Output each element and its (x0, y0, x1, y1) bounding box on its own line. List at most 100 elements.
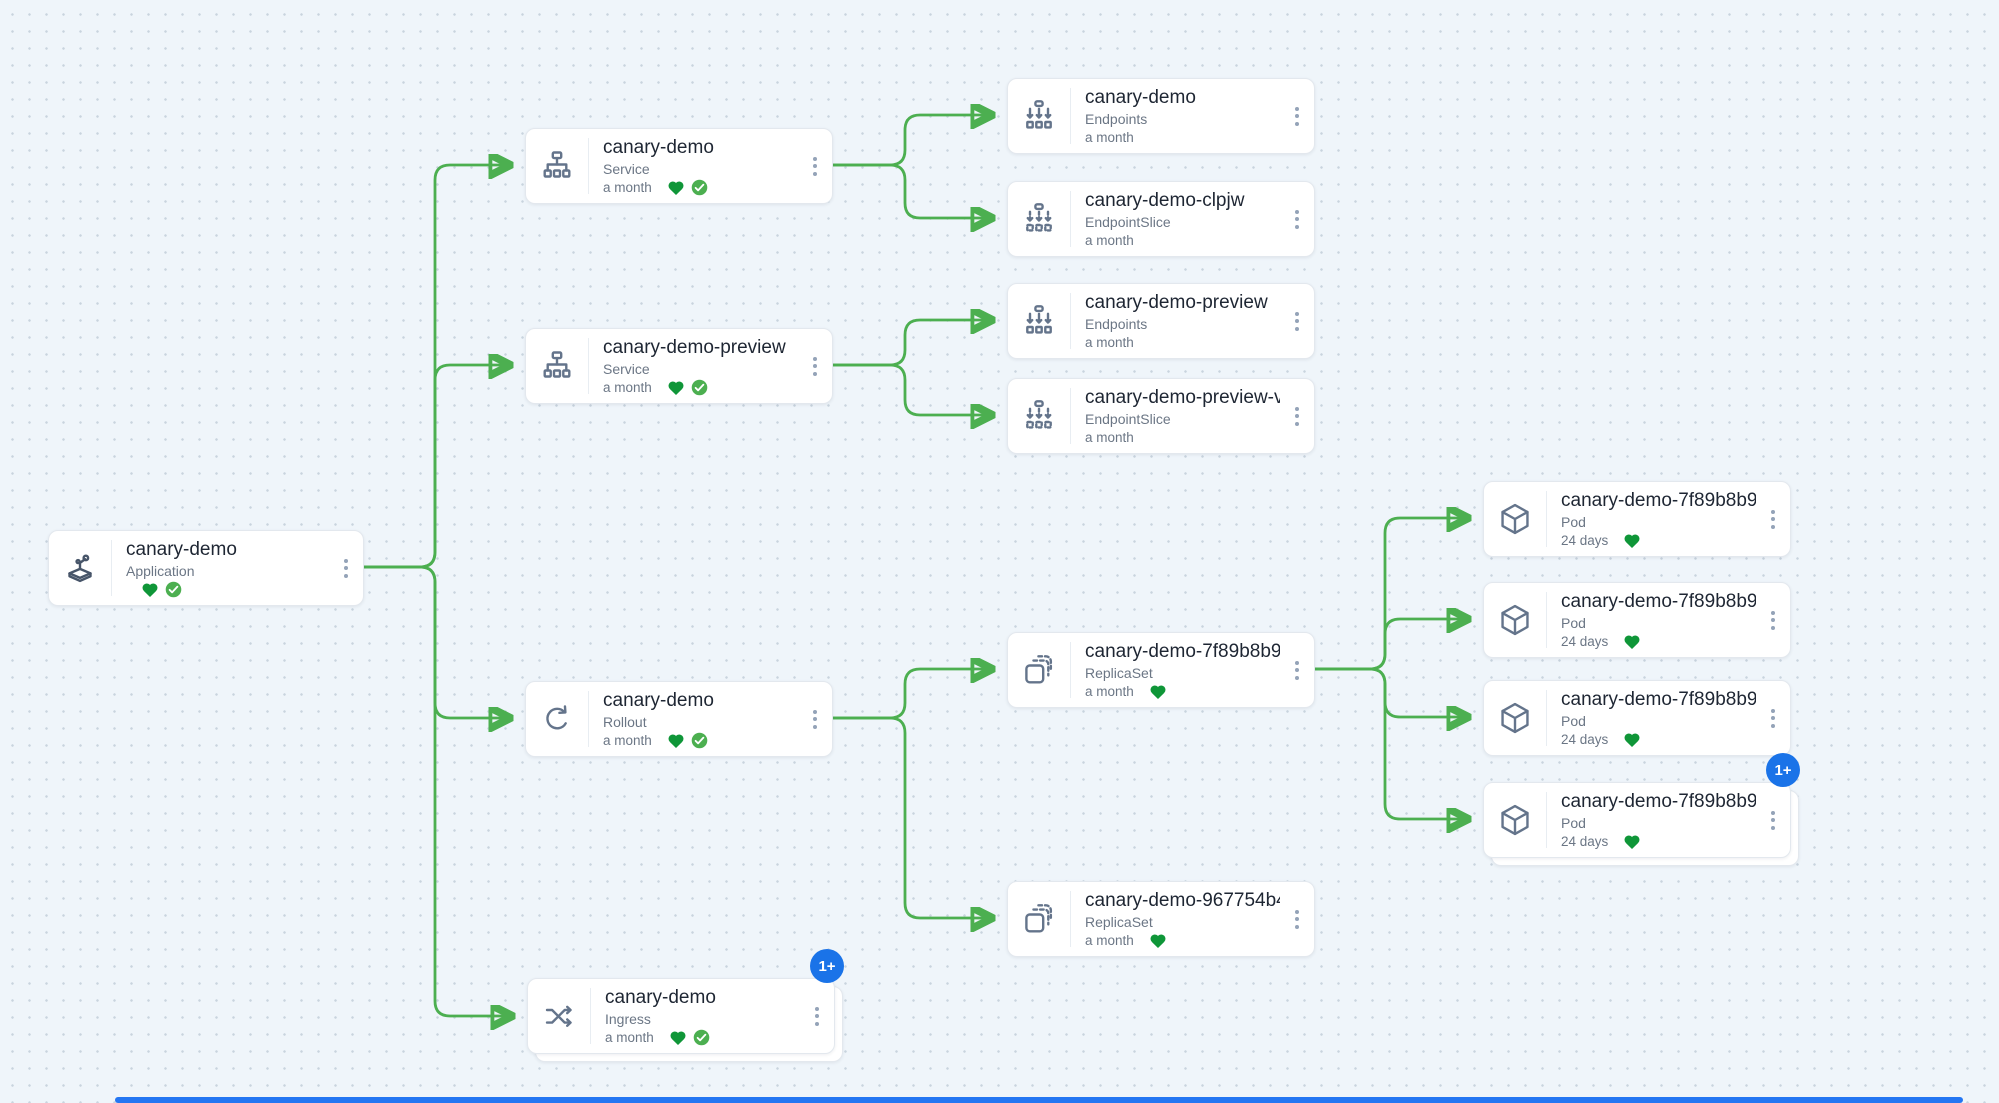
node-meta: 24 days (1561, 731, 1756, 748)
node-title: canary-demo-preview (1085, 292, 1268, 313)
node-menu-button[interactable] (800, 979, 834, 1053)
node-menu-button[interactable] (1756, 681, 1790, 755)
node-age: a month (1085, 430, 1134, 445)
node-menu-button[interactable] (329, 531, 363, 605)
node-menu-button[interactable] (1280, 379, 1314, 453)
ingress-icon (528, 988, 591, 1044)
node-title: canary-demo-preview-v... (1085, 387, 1280, 408)
replicaset-icon (1008, 891, 1071, 947)
node-menu-button[interactable] (1756, 583, 1790, 657)
service-icon (526, 138, 589, 194)
node-meta: a month (1085, 932, 1280, 949)
health-heart-icon (668, 181, 684, 195)
sync-check-icon (691, 732, 708, 749)
rollout-icon (526, 691, 589, 747)
node-kind: Rollout (603, 714, 647, 730)
node-title: canary-demo (603, 690, 714, 711)
node-menu-button[interactable] (1756, 783, 1790, 857)
node-kind: Pod (1561, 713, 1586, 729)
node-kind: Service (603, 161, 650, 177)
endpointslice-icon (1008, 191, 1071, 247)
node-age: 24 days (1561, 634, 1609, 649)
node-meta: a month (605, 1029, 800, 1046)
node-title: canary-demo (126, 539, 237, 560)
node-kind: ReplicaSet (1085, 914, 1153, 930)
node-age: a month (1085, 130, 1134, 145)
health-heart-icon (1150, 934, 1166, 948)
node-title: canary-demo (1085, 87, 1196, 108)
node-age: a month (1085, 684, 1134, 699)
health-heart-icon (1150, 685, 1166, 699)
node-age: 24 days (1561, 732, 1609, 747)
node-title: canary-demo-7f89b8b97... (1561, 689, 1756, 710)
node-menu-button[interactable] (1280, 882, 1314, 956)
node-meta (126, 581, 329, 598)
resource-node-endpointslice[interactable]: canary-demo-preview-v... EndpointSlice a m… (1007, 378, 1315, 454)
node-title: canary-demo-967754b4c (1085, 890, 1280, 911)
service-icon (526, 338, 589, 394)
node-meta: a month (603, 732, 798, 749)
sync-check-icon (691, 179, 708, 196)
node-menu-button[interactable] (798, 129, 832, 203)
sync-check-icon (693, 1029, 710, 1046)
node-menu-button[interactable] (1280, 79, 1314, 153)
node-menu-button[interactable] (1280, 182, 1314, 256)
node-meta: 24 days (1561, 633, 1756, 650)
pod-icon (1484, 592, 1547, 648)
node-menu-button[interactable] (798, 329, 832, 403)
node-menu-button[interactable] (1756, 482, 1790, 556)
node-kind: Pod (1561, 615, 1586, 631)
node-age: a month (1085, 933, 1134, 948)
node-kind: EndpointSlice (1085, 411, 1171, 427)
application-icon (49, 540, 112, 596)
node-age: 24 days (1561, 834, 1609, 849)
node-menu-button[interactable] (1280, 284, 1314, 358)
node-age: a month (603, 733, 652, 748)
more-items-badge[interactable]: 1+ (810, 949, 844, 983)
resource-node-pod[interactable]: canary-demo-7f89b8b97... Pod 24 days (1483, 680, 1791, 756)
health-heart-icon (668, 381, 684, 395)
node-meta: 24 days (1561, 833, 1756, 850)
resource-node-replicaset[interactable]: canary-demo-7f89b8b978ReplicaSeta month (1007, 632, 1315, 708)
node-age: a month (1085, 335, 1134, 350)
health-heart-icon (1624, 534, 1640, 548)
health-heart-icon (668, 734, 684, 748)
node-kind: Service (603, 361, 650, 377)
node-age: 24 days (1561, 533, 1609, 548)
health-heart-icon (142, 583, 158, 597)
node-kind: Application (126, 563, 195, 579)
health-heart-icon (1624, 733, 1640, 747)
node-title: canary-demo (605, 987, 716, 1008)
node-kind: Endpoints (1085, 111, 1148, 127)
node-meta: a month (603, 379, 798, 396)
node-meta: a month (1085, 232, 1280, 249)
node-age: a month (1085, 233, 1134, 248)
node-meta: a month (603, 179, 798, 196)
node-menu-button[interactable] (798, 682, 832, 756)
node-title: canary-demo-7f89b8b97... (1561, 490, 1756, 511)
horizontal-scrollbar-thumb[interactable] (115, 1097, 1963, 1103)
more-items-badge[interactable]: 1+ (1766, 753, 1800, 787)
node-meta: a month (1085, 334, 1280, 351)
health-heart-icon (670, 1031, 686, 1045)
node-menu-button[interactable] (1280, 633, 1314, 707)
